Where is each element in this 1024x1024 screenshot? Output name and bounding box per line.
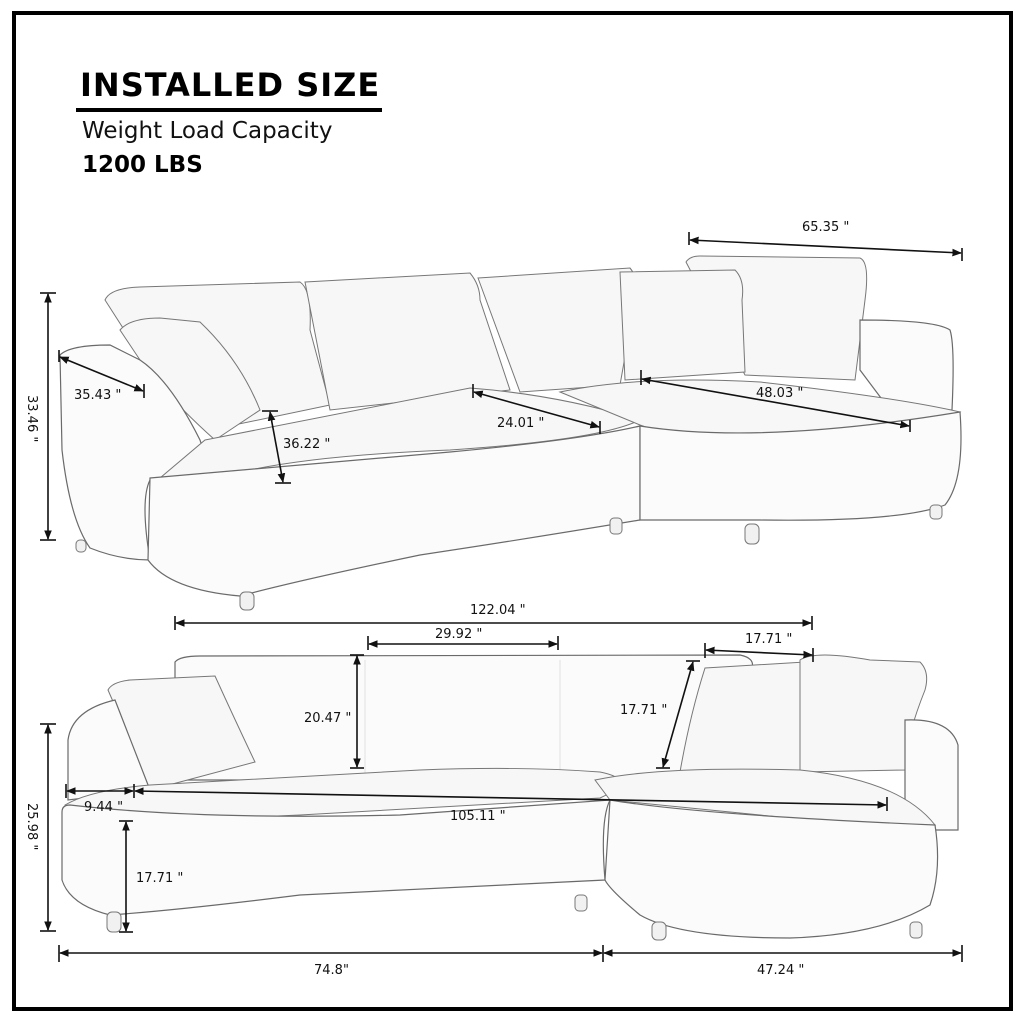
dimension-pillow-width: 17.71 " (704, 632, 814, 662)
dimension-seat-depth: 36.22 " (262, 410, 330, 484)
dim-label: 17.71 " (620, 703, 667, 718)
title-underline (76, 108, 382, 112)
dim-label: 17.71 " (745, 632, 792, 647)
dim-label: 65.35 " (802, 220, 849, 235)
dim-label: 20.47 " (304, 711, 351, 726)
dimension-overall-height-front: 25.98 " (24, 723, 56, 932)
dim-label: 74.8" (314, 963, 349, 978)
border-frame (12, 11, 1013, 1011)
dim-label: 24.01 " (497, 416, 544, 431)
weight-capacity-label: Weight Load Capacity (82, 118, 333, 144)
dim-label: 47.24 " (757, 963, 804, 978)
dimension-sofa-length: 74.8" (58, 945, 604, 978)
dimension-seat-cushion-depth: 24.01 " (472, 384, 601, 434)
dimension-back-height: 20.47 " (304, 654, 364, 769)
page-title: INSTALLED SIZE (80, 66, 381, 104)
dimension-seat-height: 17.71 " (119, 820, 183, 933)
dim-label: 36.22 " (283, 437, 330, 452)
dim-label: 122.04 " (470, 603, 526, 618)
dimension-pillow-height: 17.71 " (620, 660, 700, 769)
weight-capacity-value: 1200 LBS (82, 152, 203, 178)
dimension-chaise-back-width: 65.35 " (688, 220, 963, 261)
dimension-chaise-seat-width: 48.03 " (640, 370, 911, 432)
sofa-perspective-view (59, 255, 962, 611)
dim-label: 25.98 " (24, 803, 39, 850)
sofa-front-view (61, 654, 959, 941)
dimension-overall-length: 122.04 " (174, 603, 813, 630)
dim-label: 35.43 " (74, 388, 121, 403)
dimension-arm-depth: 35.43 " (58, 350, 145, 403)
dimension-seat-length: 105.11 " (134, 787, 888, 824)
dim-label: 105.11 " (450, 809, 506, 824)
dim-label: 29.92 " (435, 627, 482, 642)
dimension-arm-width: 9.44 " (65, 784, 135, 815)
dimension-overall-height-top: 33.46 " (24, 292, 56, 541)
dimension-back-cushion-width: 29.92 " (367, 627, 559, 650)
dimension-chaise-length: 47.24 " (603, 945, 963, 978)
dim-label: 33.46 " (24, 395, 39, 442)
dim-label: 9.44 " (84, 800, 123, 815)
dim-label: 17.71 " (136, 871, 183, 886)
dim-label: 48.03 " (756, 386, 803, 401)
